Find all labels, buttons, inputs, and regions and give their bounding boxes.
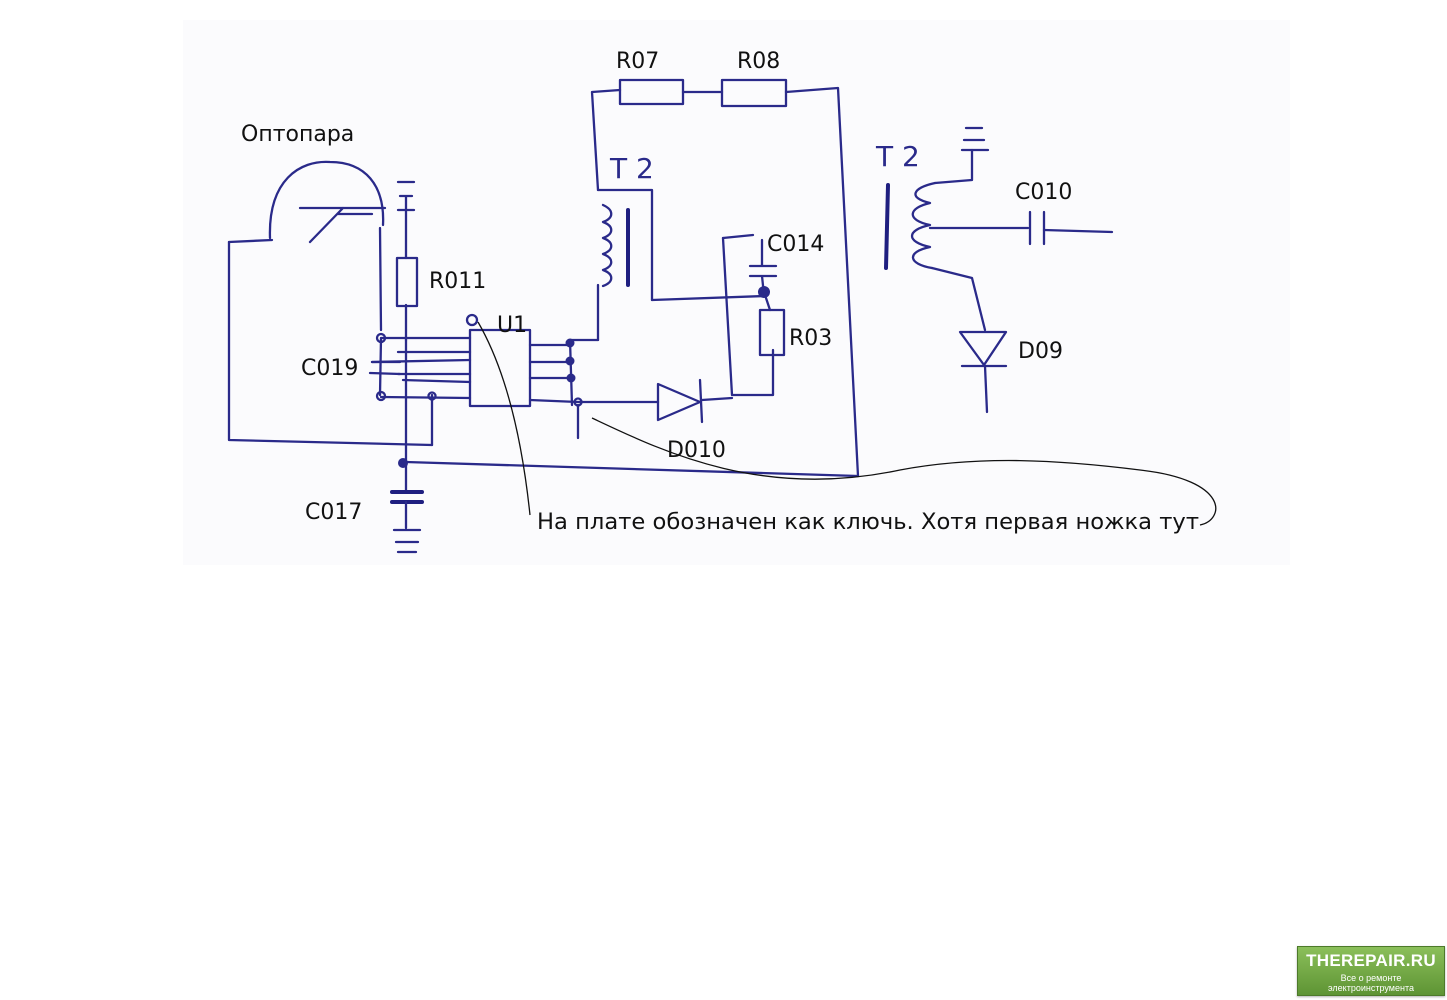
d09-symbol	[958, 330, 1008, 414]
d010-symbol	[576, 378, 734, 424]
junction-dot	[375, 390, 387, 402]
annotation-lines	[477, 321, 1217, 526]
junction-dot	[758, 286, 770, 298]
t2-primary-hand-label: T 2	[609, 152, 654, 185]
u1-symbol	[468, 328, 532, 408]
junction-dot	[398, 458, 408, 468]
scanned-paper	[183, 20, 1290, 565]
annotation-note: На плате обозначен как ключь. Хотя перва…	[537, 510, 1199, 535]
r03-symbol	[758, 308, 786, 357]
therepair-watermark-logo: THEREPAIR.RU Все о ремонте электроинстру…	[1297, 946, 1445, 996]
label-r07: R07	[616, 49, 659, 74]
label-u1: U1	[497, 313, 527, 338]
top-loop-wiring	[568, 86, 860, 478]
c019-symbol	[368, 360, 402, 376]
c017-symbol	[390, 490, 424, 554]
r011-symbol	[395, 256, 419, 308]
watermark-title: THEREPAIR.RU	[1306, 951, 1436, 970]
u1-right-pins	[528, 338, 580, 407]
t2-secondary-symbol	[884, 126, 1114, 332]
watermark-subtitle: Все о ремонте электроинструмента	[1328, 973, 1414, 993]
r08-symbol	[720, 78, 788, 108]
label-c014: C014	[767, 232, 824, 257]
u1-pin1-marker	[465, 313, 479, 327]
junction-dot	[566, 373, 576, 383]
t2-primary-symbol	[596, 188, 767, 302]
r07-symbol	[618, 78, 685, 106]
label-r08: R08	[737, 49, 780, 74]
junction-dot	[565, 356, 575, 366]
label-r011: R011	[429, 269, 486, 294]
junction-dot	[427, 391, 437, 401]
junction-dot	[375, 332, 387, 344]
label-c010: C010	[1015, 180, 1072, 205]
label-r03: R03	[789, 326, 832, 351]
label-d09: D09	[1018, 339, 1063, 364]
t2-secondary-hand-label: T 2	[875, 140, 920, 173]
optocoupler-symbol	[268, 160, 416, 244]
label-c019: C019	[301, 356, 358, 381]
label-c017: C017	[305, 500, 362, 525]
label-optocoupler: Оптопара	[241, 122, 354, 147]
c014-r03-branch	[721, 233, 778, 397]
label-d010: D010	[667, 438, 726, 463]
